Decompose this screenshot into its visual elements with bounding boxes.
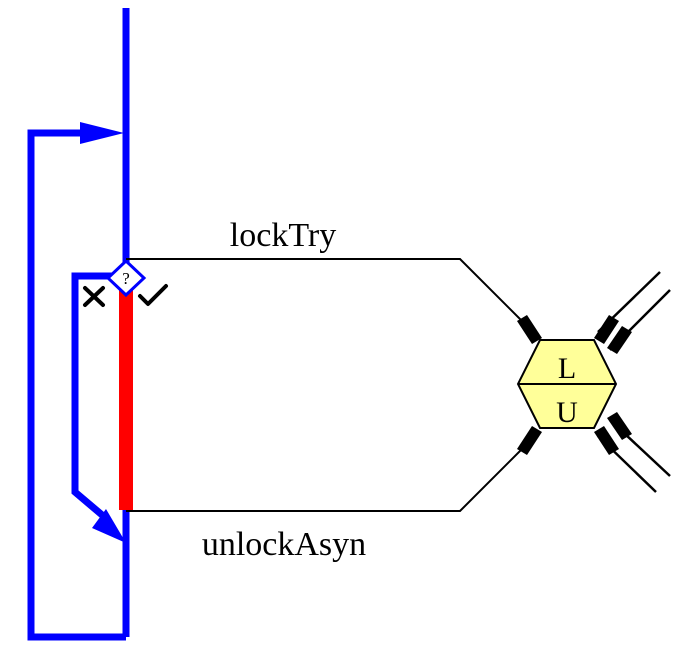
lock-hexagon-top-label: L <box>558 352 576 385</box>
port-markers <box>517 315 632 455</box>
retry-loop-path <box>71 272 113 523</box>
lock-hexagon-icon: L U <box>516 339 618 429</box>
outer-loop-path <box>27 129 126 641</box>
retry-loop-arrowhead <box>92 509 126 543</box>
decision-label: ? <box>122 269 130 288</box>
outer-loop-arrowhead <box>80 122 124 144</box>
cross-icon <box>83 286 105 307</box>
check-icon <box>138 284 168 306</box>
lock-call-wire <box>126 258 526 325</box>
unlock-call-label: unlockAsyn <box>202 526 366 563</box>
lock-hexagon-bottom-label: U <box>556 396 578 429</box>
decision-diamond-icon: ? <box>105 258 147 298</box>
unlock-call-wire <box>126 445 526 512</box>
lock-call-label: lockTry <box>230 217 336 254</box>
locked-section <box>119 290 133 510</box>
